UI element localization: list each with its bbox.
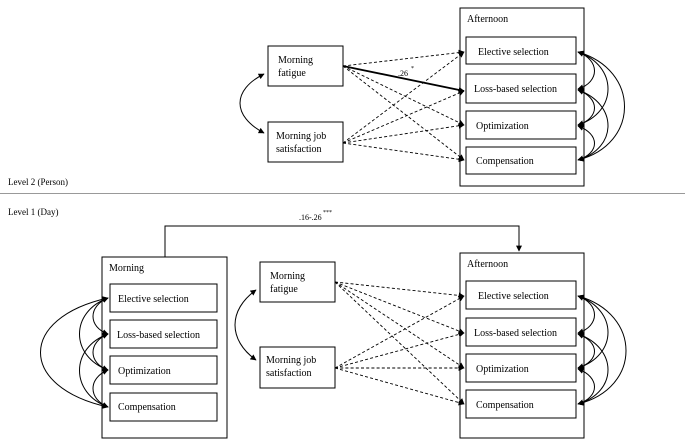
bottom-morning-compensation-box: [109, 392, 218, 422]
bottom-path-fatigue-compensation: [334, 281, 465, 405]
stability-significance: ***: [323, 210, 332, 216]
top-predictor-covariance-arrow: [239, 73, 265, 134]
top-path-satisfaction-optimization: [342, 122, 465, 144]
bottom-afternoon-optimization-label: Optimization: [476, 364, 529, 375]
top-morning-fatigue-box: [267, 45, 344, 87]
top-path-fatigue-compensation: [342, 65, 465, 161]
top-afternoon-compensation-label: Compensation: [476, 156, 534, 167]
top-afternoon-elective-box: [465, 36, 577, 65]
top-path-fatigue-elective: [342, 49, 465, 67]
level2-panel: Afternoon Elective selection Loss-based …: [239, 7, 625, 187]
bottom-morning-satisfaction-box: [259, 346, 336, 389]
level1-panel: .16-.26 *** Morning Elective selection L…: [40, 210, 627, 439]
bottom-morning-covariances: [40, 296, 109, 409]
top-morning-satisfaction-line1: Morning job: [276, 131, 326, 142]
bottom-morning-title: Morning: [109, 263, 144, 274]
top-morning-satisfaction-box: [267, 121, 344, 163]
bottom-morning-elective-label: Elective selection: [118, 294, 189, 305]
bottom-afternoon-optimization-box: [465, 353, 577, 383]
bottom-morning-fatigue-line2: fatigue: [270, 284, 298, 295]
top-path-fatigue-optimization: [342, 65, 465, 126]
bottom-path-fatigue-elective: [334, 281, 465, 299]
bottom-afternoon-lossbased-label: Loss-based selection: [474, 328, 557, 339]
top-morning-satisfaction-line2: satisfaction: [276, 144, 322, 155]
bottom-morning-fatigue-box: [259, 261, 336, 303]
bottom-morning-satisfaction-line2: satisfaction: [266, 368, 312, 379]
top-path-coefficient: .26: [398, 69, 408, 78]
bottom-morning-elective-box: [109, 283, 218, 313]
bottom-afternoon-elective-label: Elective selection: [478, 291, 549, 302]
bottom-path-fatigue-lossbased: [334, 281, 465, 334]
bottom-afternoon-lossbased-box: [465, 317, 577, 347]
bottom-afternoon-covariances: [577, 294, 627, 406]
bottom-morning-satisfaction-line1: Morning job: [266, 355, 316, 366]
top-afternoon-compensation-box: [465, 146, 577, 175]
top-morning-fatigue-line1: Morning: [278, 55, 313, 66]
bottom-afternoon-elective-box: [465, 280, 577, 310]
bottom-path-satisfaction-elective: [334, 295, 465, 369]
bottom-path-fatigue-optimization: [334, 281, 465, 369]
top-afternoon-lossbased-box: [465, 73, 577, 104]
bottom-afternoon-compensation-box: [465, 389, 577, 419]
bottom-morning-lossbased-box: [109, 319, 218, 349]
top-path-significance: *: [411, 66, 414, 72]
bottom-predictor-covariance-arrow: [234, 289, 257, 361]
top-afternoon-covariances: [577, 50, 625, 162]
top-path-satisfaction-lossbased: [342, 90, 465, 144]
top-path-satisfaction-elective: [342, 51, 465, 144]
bottom-morning-fatigue-line1: Morning: [270, 271, 305, 282]
top-afternoon-optimization-label: Optimization: [476, 121, 529, 132]
bottom-morning-optimization-label: Optimization: [118, 366, 171, 377]
bottom-afternoon-title: Afternoon: [467, 259, 508, 270]
bottom-morning-compensation-label: Compensation: [118, 402, 176, 413]
top-afternoon-title: Afternoon: [467, 14, 508, 25]
bottom-path-satisfaction-lossbased: [334, 331, 465, 369]
top-afternoon-elective-label: Elective selection: [478, 47, 549, 58]
top-afternoon-optimization-box: [465, 110, 577, 140]
bottom-morning-lossbased-label: Loss-based selection: [117, 330, 200, 341]
bottom-path-satisfaction-compensation: [334, 367, 465, 406]
top-morning-fatigue-line2: fatigue: [278, 68, 306, 79]
top-path-fatigue-lossbased: [342, 65, 465, 93]
bottom-morning-optimization-box: [109, 355, 218, 385]
level1-label: Level 1 (Day): [8, 207, 58, 217]
level2-label: Level 2 (Person): [8, 177, 68, 187]
bottom-afternoon-compensation-label: Compensation: [476, 400, 534, 411]
stability-path-arrow: [164, 225, 522, 257]
stability-coefficient: .16-.26: [299, 213, 322, 222]
top-afternoon-lossbased-label: Loss-based selection: [474, 84, 557, 95]
